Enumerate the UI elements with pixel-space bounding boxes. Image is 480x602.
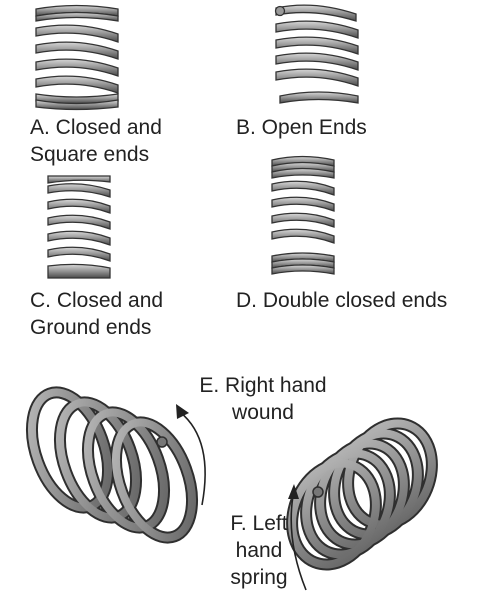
arrow-head-right — [176, 404, 189, 419]
spring-a-closed-square — [35, 4, 119, 111]
label-f-line-3: spring — [230, 566, 288, 589]
spring-b-open-ends — [274, 4, 359, 104]
label-e-line-1: E. Right hand — [199, 374, 327, 397]
label-c: C. Closed and Ground ends — [30, 287, 163, 341]
rotation-arrow-left — [290, 495, 307, 591]
label-a: A. Closed and Square ends — [30, 114, 162, 168]
label-a-line-1: A. Closed and — [30, 116, 162, 139]
label-d: D. Double closed ends — [236, 287, 447, 314]
rotation-arrow-right — [179, 411, 206, 506]
spring-d-double-closed — [271, 155, 335, 275]
label-a-line-2: Square ends — [30, 143, 150, 166]
spring-e-right-hand-coil — [26, 386, 198, 544]
label-c-line-2: Ground ends — [30, 316, 152, 339]
label-f: F. Left hand spring — [214, 510, 304, 591]
label-c-line-1: C. Closed and — [30, 289, 164, 312]
label-d-line-1: D. Double closed ends — [236, 289, 448, 312]
label-b-line-1: B. Open Ends — [236, 116, 367, 139]
label-e-line-2: wound — [232, 401, 294, 424]
arrow-head-left — [288, 484, 299, 499]
spring-c-closed-ground — [47, 175, 111, 279]
label-e: E. Right hand wound — [178, 372, 348, 426]
label-f-line-1: F. Left — [230, 512, 288, 535]
label-f-line-2: hand — [235, 539, 283, 562]
label-b: B. Open Ends — [236, 114, 367, 141]
spring-f-left-hand-coil — [286, 417, 438, 571]
